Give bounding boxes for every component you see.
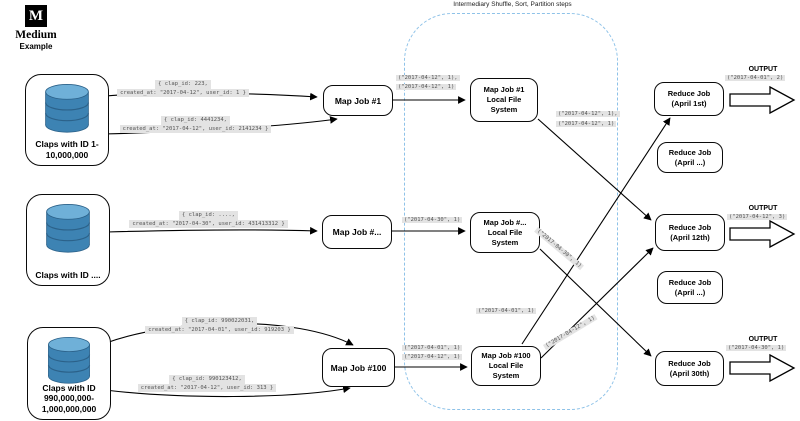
reduce-label-line: (April ...) bbox=[674, 287, 706, 297]
record-label-clap-223: { clap_id: 223, created_at: "2017-04-12"… bbox=[108, 80, 258, 97]
output-value-apr12: ("2017-04-12", 3) bbox=[727, 214, 788, 220]
database-label: Claps with ID 1-10,000,000 bbox=[26, 139, 108, 160]
output-block-arrow-apr30 bbox=[729, 353, 796, 383]
output-block-arrow-apr12 bbox=[729, 219, 796, 249]
map-job-100: Map Job #100 bbox=[322, 348, 395, 387]
lfs-label-line: Map Job #1 bbox=[483, 85, 525, 94]
example-caption: Example bbox=[19, 42, 53, 51]
shuffle-sort-partition-container bbox=[404, 13, 618, 410]
medium-logo: M bbox=[25, 5, 47, 27]
reduce-job-april-30th: Reduce Job (April 30th) bbox=[655, 351, 724, 386]
record-line: created_at: "2017-04-30", user_id: 43141… bbox=[129, 219, 288, 228]
record-line: created_at: "2017-04-12", user_id: 313 } bbox=[137, 383, 277, 392]
reduce-label-line: (April 12th) bbox=[670, 232, 710, 242]
tuple-label-lfs1-a: ("2017-04-12", 1), bbox=[556, 111, 620, 117]
record-line: { clap_id: 990022031, bbox=[181, 317, 258, 326]
map-job-label: Map Job #... bbox=[332, 227, 382, 237]
reduce-label-line: Reduce Job bbox=[668, 147, 712, 157]
database-label-line: Claps with ID bbox=[35, 139, 89, 149]
database-claps-2: Claps with ID .... bbox=[26, 194, 110, 286]
record-line: { clap_id: 223, bbox=[155, 80, 211, 89]
map-job-label: Map Job #100 bbox=[330, 362, 387, 373]
lfs-label-line: Local File bbox=[488, 361, 524, 370]
output-block-arrow-apr1 bbox=[729, 85, 796, 115]
lfs-label-line: Map Job #100 bbox=[481, 351, 531, 360]
output-value-apr1: ("2017-04-01", 2) bbox=[725, 75, 786, 81]
database-cylinder-icon bbox=[46, 204, 90, 253]
reduce-job-april-1st: Reduce Job (April 1st) bbox=[654, 82, 724, 116]
lfs-label-line: System bbox=[491, 237, 519, 247]
record-line: created_at: "2017-04-01", user_id: 91920… bbox=[145, 325, 294, 334]
reduce-label-line: (April 1st) bbox=[671, 99, 707, 108]
record-line: created_at: "2017-04-12", user_id: 21412… bbox=[119, 124, 272, 133]
arrow-lfs100-reduce-apr1 bbox=[521, 117, 671, 345]
reduce-label-line: (April 30th) bbox=[669, 368, 710, 378]
database-label-line: 1,000,000,000 bbox=[41, 403, 97, 414]
reduce-label-line: Reduce Job bbox=[668, 277, 712, 287]
arrow-lfs1-reduce-apr12 bbox=[537, 118, 652, 221]
map-job-label: Map Job #1 bbox=[334, 95, 382, 106]
record-line: created_at: "2017-04-12", user_id: 1 } bbox=[117, 88, 249, 97]
reduce-label-line: Reduce Job bbox=[668, 358, 711, 368]
database-label-line: 1-10,000,000 bbox=[45, 139, 99, 160]
reduce-label-line: Reduce Job bbox=[667, 89, 711, 98]
record-label-clap-990022031: { clap_id: 990022031, created_at: "2017-… bbox=[142, 317, 297, 334]
record-line: { clap_id: 4441234, bbox=[161, 116, 230, 125]
tuple-label-map100-a: ("2017-04-01", 1) bbox=[402, 345, 463, 351]
tuple-label-map100-b: ("2017-04-12", 1) bbox=[402, 354, 463, 360]
local-file-system-100: Map Job #100 Local File System bbox=[471, 346, 541, 386]
map-job-1: Map Job #1 bbox=[323, 85, 393, 116]
database-label: Claps with ID .... bbox=[27, 270, 109, 281]
database-label-line: .... bbox=[91, 269, 101, 280]
reduce-label-line: (April ...) bbox=[674, 157, 706, 167]
output-value-apr30: ("2017-04-30", 1) bbox=[726, 345, 787, 351]
lfs-label-line: System bbox=[490, 105, 518, 114]
local-file-system-n: Map Job #... Local File System bbox=[470, 212, 540, 253]
lfs-label-line: Local File bbox=[487, 227, 523, 237]
reduce-job-april-12th: Reduce Job (April 12th) bbox=[655, 214, 725, 251]
arrow-db2-map2 bbox=[106, 226, 318, 235]
lfs-label-line: System bbox=[492, 371, 520, 380]
database-label-line: Claps with ID bbox=[35, 269, 89, 280]
database-label-line: Claps with ID bbox=[42, 382, 96, 393]
reduce-job-april-etc-1: Reduce Job (April ...) bbox=[657, 142, 723, 173]
record-label-clap-4441234: { clap_id: 4441234, created_at: "2017-04… bbox=[118, 116, 273, 133]
database-label-line: 990,000,000- bbox=[43, 393, 95, 403]
medium-logo-letter: M bbox=[28, 7, 44, 24]
tuple-label-map1-b: ("2017-04-12", 1) bbox=[396, 84, 457, 90]
shuffle-container-title: Intermediary Shuffle, Sort, Partition st… bbox=[453, 1, 572, 8]
database-label: Claps with ID 990,000,000- 1,000,000,000 bbox=[28, 383, 110, 415]
record-label-clap-etc: { clap_id: ...., created_at: "2017-04-30… bbox=[126, 211, 291, 228]
reduce-label-line: Reduce Job bbox=[668, 222, 712, 232]
tuple-label-map1-a: ("2017-04-12", 1), bbox=[396, 75, 460, 81]
medium-brand-text: Medium bbox=[15, 29, 57, 41]
output-title-apr12: OUTPUT bbox=[748, 205, 778, 212]
output-title-apr30: OUTPUT bbox=[748, 336, 778, 343]
record-label-clap-990123412: { clap_id: 990123412, created_at: "2017-… bbox=[131, 375, 283, 392]
local-file-system-1: Map Job #1 Local File System bbox=[470, 78, 538, 122]
database-claps-3: Claps with ID 990,000,000- 1,000,000,000 bbox=[27, 327, 111, 420]
database-cylinder-icon bbox=[47, 336, 91, 384]
database-claps-1: Claps with ID 1-10,000,000 bbox=[25, 74, 109, 166]
record-line: { clap_id: 990123412, bbox=[169, 375, 245, 384]
reduce-job-april-etc-2: Reduce Job (April ...) bbox=[657, 271, 723, 304]
tuple-label-lfs100-apr1: ("2017-04-01", 1) bbox=[476, 308, 537, 314]
lfs-label-line: Local File bbox=[486, 95, 522, 104]
tuple-label-map2: ("2017-04-30", 1) bbox=[402, 217, 463, 223]
record-line: { clap_id: ...., bbox=[179, 211, 238, 220]
tuple-label-lfs1-b: ("2017-04-12", 1) bbox=[556, 121, 617, 127]
arrow-db3-map100-b bbox=[104, 385, 351, 398]
database-cylinder-icon bbox=[45, 84, 89, 133]
output-title-apr1: OUTPUT bbox=[748, 66, 778, 73]
arrow-lfs2-reduce-apr30 bbox=[539, 248, 652, 357]
map-job-n: Map Job #... bbox=[322, 215, 392, 249]
lfs-label-line: Map Job #... bbox=[483, 217, 527, 227]
